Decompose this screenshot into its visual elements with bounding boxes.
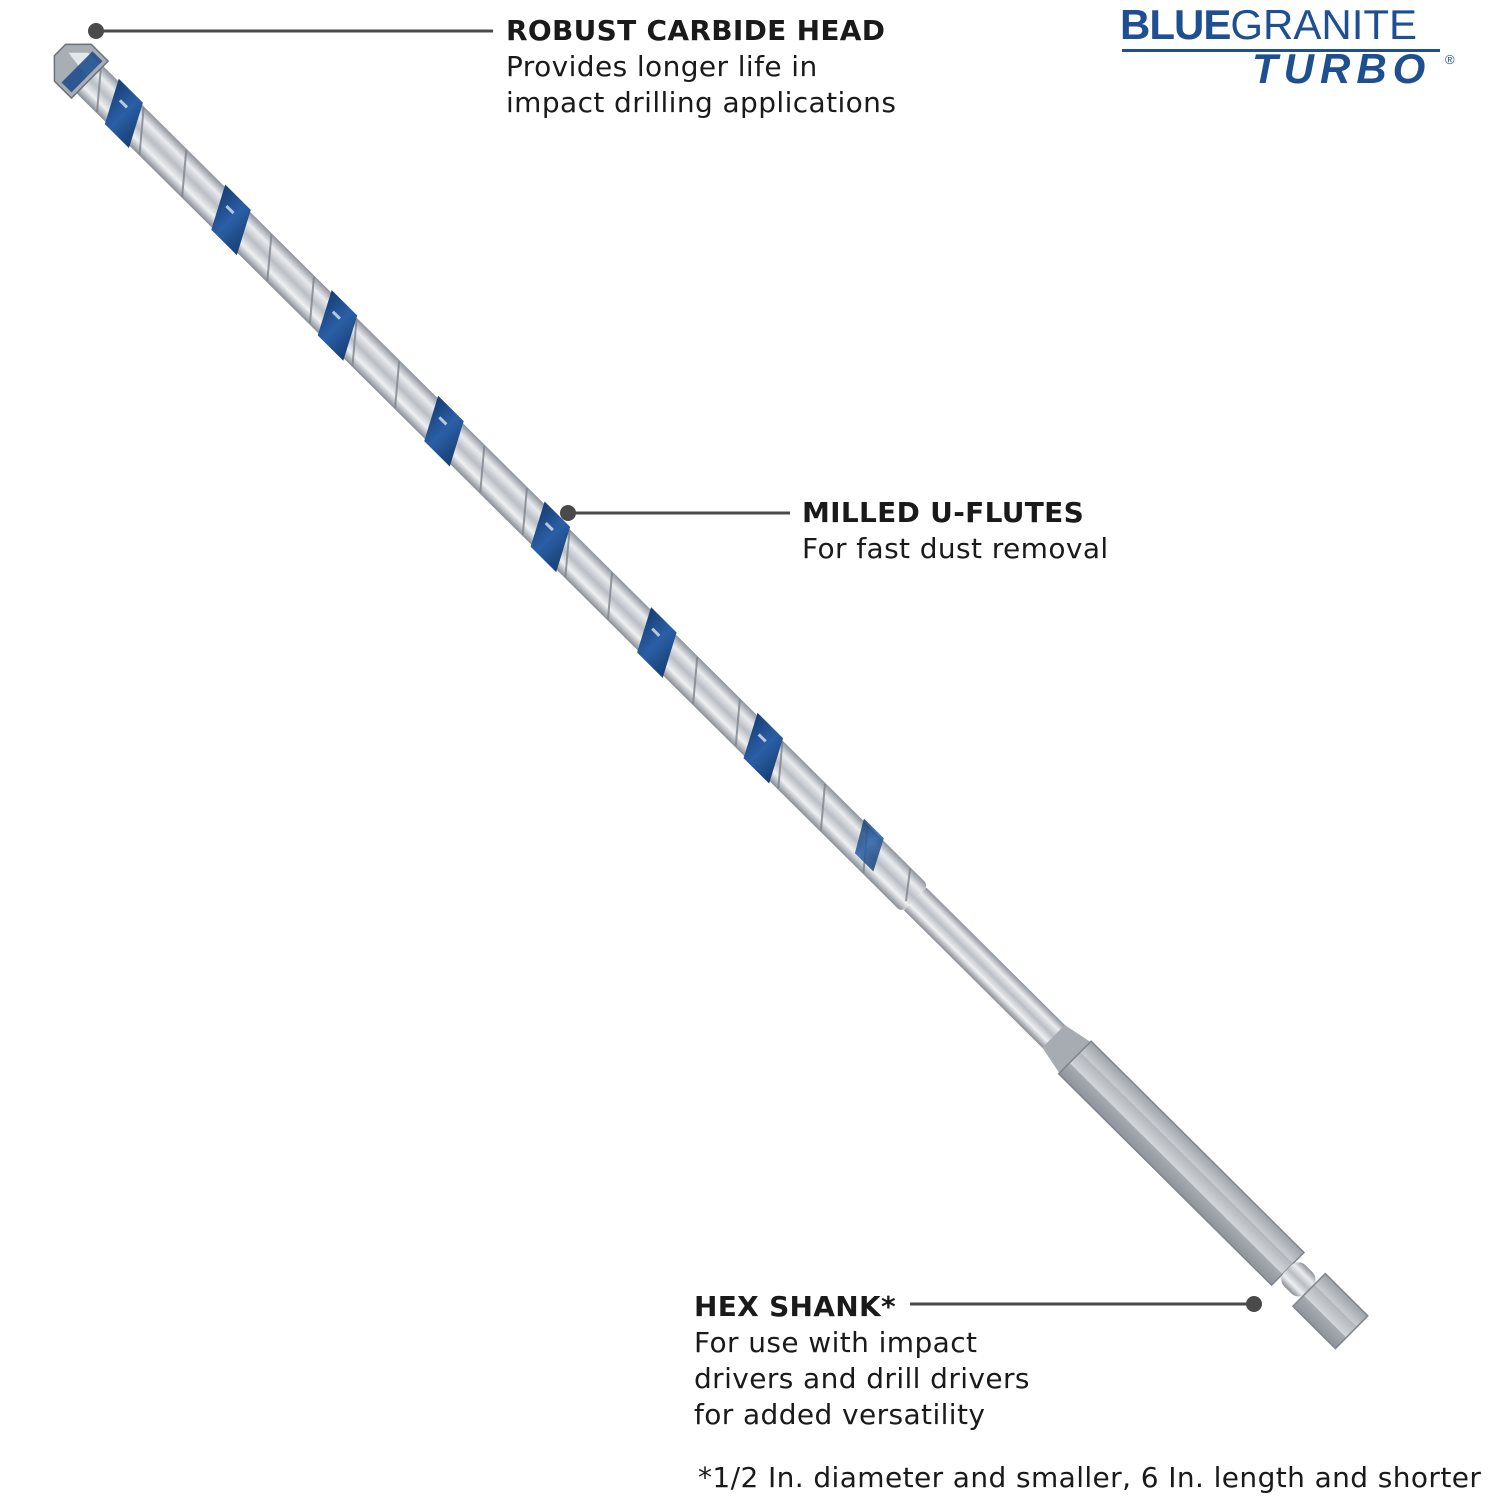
- callout-title: HEX SHANK*: [694, 1290, 896, 1323]
- blue-flute-bands: [104, 78, 884, 872]
- callout-hex-shank: HEX SHANK* For use with impact drivers a…: [694, 1289, 1030, 1433]
- shank-groove: [1281, 1262, 1316, 1297]
- logo-word-blue: BLUE: [1120, 1, 1231, 48]
- band-markings: [118, 99, 767, 743]
- flute-band: [530, 501, 571, 573]
- callout-dot-icon: [1246, 1296, 1262, 1312]
- callout-u-flutes: MILLED U-FLUTES For fast dust removal: [802, 495, 1109, 567]
- callout-dot-icon: [88, 23, 104, 39]
- logo-rule: [1122, 49, 1440, 52]
- shaft-transition: [1042, 1024, 1091, 1074]
- flute-band: [424, 395, 464, 467]
- leader-lines: [96, 29, 1254, 1306]
- logo-word-granite: GRANITE: [1230, 1, 1418, 48]
- flute-band: [854, 818, 884, 872]
- callout-text: For fast dust removal: [802, 532, 1109, 565]
- callout-text: drivers and drill drivers: [694, 1362, 1030, 1395]
- callout-title: MILLED U-FLUTES: [802, 496, 1085, 529]
- callout-text: for added versatility: [694, 1398, 986, 1431]
- callout-text: impact drilling applications: [506, 86, 897, 119]
- flute-band: [104, 78, 143, 149]
- flute-band: [317, 290, 358, 361]
- brand-logo: BLUEGRANITE TURBO ®: [1120, 2, 1465, 92]
- callout-carbide-head: ROBUST CARBIDE HEAD Provides longer life…: [506, 13, 896, 121]
- footnote: *1/2 In. diameter and smaller, 6 In. len…: [698, 1461, 1482, 1494]
- logo-wordmark-top: BLUEGRANITE: [1120, 2, 1417, 48]
- flute-band: [743, 712, 784, 784]
- flute-band: [211, 184, 251, 256]
- flute-band: [637, 607, 677, 678]
- logo-registered-mark: ®: [1445, 52, 1455, 67]
- callout-text: For use with impact: [694, 1326, 978, 1359]
- leader-dots: [88, 23, 1262, 1312]
- smooth-shaft: [903, 887, 1069, 1052]
- callout-title: ROBUST CARBIDE HEAD: [506, 14, 886, 47]
- shank-tip: [1292, 1273, 1368, 1349]
- callout-dot-icon: [560, 505, 576, 521]
- fluted-body: [66, 56, 927, 910]
- callout-text: Provides longer life in: [506, 50, 818, 83]
- logo-word-turbo: TURBO: [1252, 45, 1432, 92]
- hex-shank: [1058, 1041, 1304, 1286]
- drill-bit: [53, 43, 1369, 1350]
